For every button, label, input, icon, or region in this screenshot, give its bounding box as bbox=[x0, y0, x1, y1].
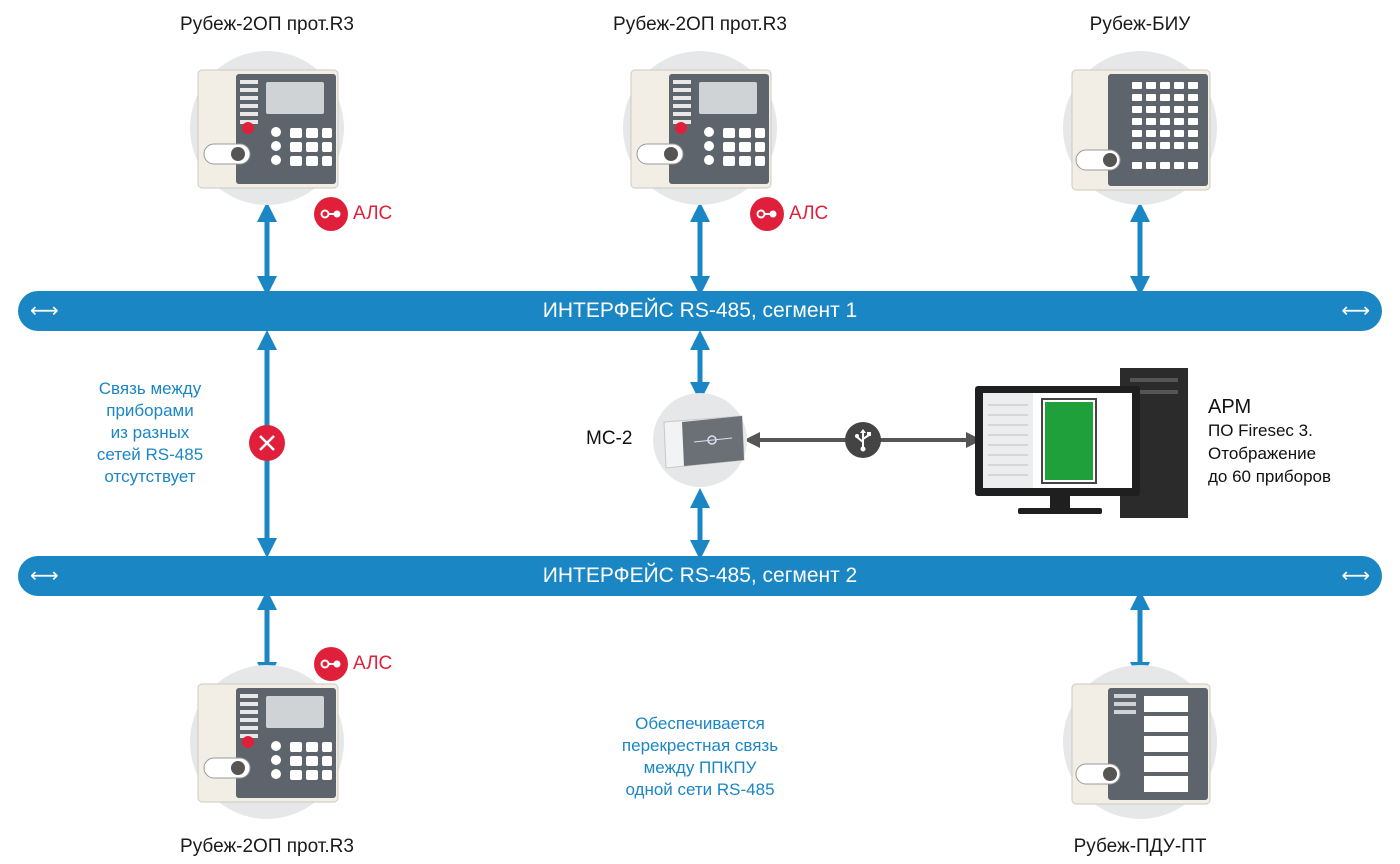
rs485-bus-segment-1: ⟷ ИНТЕРФЕЙС RS-485, сегмент 1 ⟷ bbox=[18, 291, 1382, 331]
alc-label: АЛС bbox=[353, 203, 393, 224]
note-cross-link-line: одной сети RS-485 bbox=[625, 780, 775, 799]
double-arrow-icon: ⟷ bbox=[30, 300, 59, 322]
alc-badge-top-mid: АЛС bbox=[750, 197, 828, 231]
arm-line: до 60 приборов bbox=[1208, 467, 1332, 486]
arm-title: АРМ bbox=[1208, 396, 1252, 418]
alc-label: АЛС bbox=[789, 203, 829, 224]
alc-label: АЛС bbox=[353, 653, 393, 674]
note-no-link-line: приборами bbox=[106, 401, 194, 420]
usb-icon bbox=[845, 422, 881, 458]
device-image-rubezh-pdu-pt bbox=[1071, 683, 1211, 805]
device-title-bottom-left: Рубеж-2ОП прот.R3 bbox=[180, 836, 354, 857]
device-title-mc2: МС-2 bbox=[586, 428, 633, 449]
note-cross-link-line: перекрестная связь bbox=[621, 736, 779, 755]
device-image-mc2 bbox=[663, 415, 745, 469]
arm-line: ПО Firesec 3. bbox=[1208, 421, 1313, 440]
alc-badge-top-left: АЛС bbox=[314, 197, 392, 231]
device-image-rubezh-2op-top-mid bbox=[630, 69, 772, 189]
note-no-link-line: из разных bbox=[110, 423, 190, 442]
note-cross-link: Обеспечивается перекрестная связь между … bbox=[600, 713, 800, 801]
device-title-top-mid: Рубеж-2ОП прот.R3 bbox=[613, 14, 787, 35]
note-no-link-line: сетей RS-485 bbox=[96, 445, 204, 464]
cross-circle-icon bbox=[249, 425, 285, 461]
double-arrow-icon: ⟷ bbox=[1341, 565, 1370, 587]
note-cross-link-line: Обеспечивается bbox=[635, 714, 765, 733]
note-no-link: Связь между приборами из разных сетей RS… bbox=[62, 378, 238, 488]
device-image-rubezh-2op-bottom-left bbox=[197, 683, 339, 803]
note-no-link-line: Связь между bbox=[98, 379, 202, 398]
arm-line: Отображение bbox=[1208, 444, 1317, 463]
rs485-bus-segment-2: ⟷ ИНТЕРФЕЙС RS-485, сегмент 2 ⟷ bbox=[18, 556, 1382, 596]
bus-label-segment-1: ИНТЕРФЕЙС RS-485, сегмент 1 bbox=[542, 299, 858, 322]
device-title-bottom-right: Рубеж-ПДУ-ПТ bbox=[1073, 836, 1207, 857]
loop-connector-icon bbox=[750, 197, 784, 231]
device-title-top-left: Рубеж-2ОП прот.R3 bbox=[180, 14, 354, 35]
device-image-rubezh-biu bbox=[1071, 69, 1211, 191]
arm-description: АРМ ПО Firesec 3. Отображение до 60 приб… bbox=[1208, 396, 1331, 488]
bus-label-segment-2: ИНТЕРФЕЙС RS-485, сегмент 2 bbox=[542, 564, 858, 587]
alc-badge-bottom-left: АЛС bbox=[314, 647, 392, 681]
arm-computer-image bbox=[975, 368, 1188, 518]
loop-connector-icon bbox=[314, 647, 348, 681]
loop-connector-icon bbox=[314, 197, 348, 231]
device-image-rubezh-2op-top-left bbox=[197, 69, 339, 189]
note-cross-link-line: между ППКПУ bbox=[643, 758, 757, 777]
note-no-link-line: отсутствует bbox=[104, 467, 196, 486]
device-title-top-right: Рубеж-БИУ bbox=[1089, 14, 1191, 35]
double-arrow-icon: ⟷ bbox=[1341, 300, 1370, 322]
double-arrow-icon: ⟷ bbox=[30, 565, 59, 587]
